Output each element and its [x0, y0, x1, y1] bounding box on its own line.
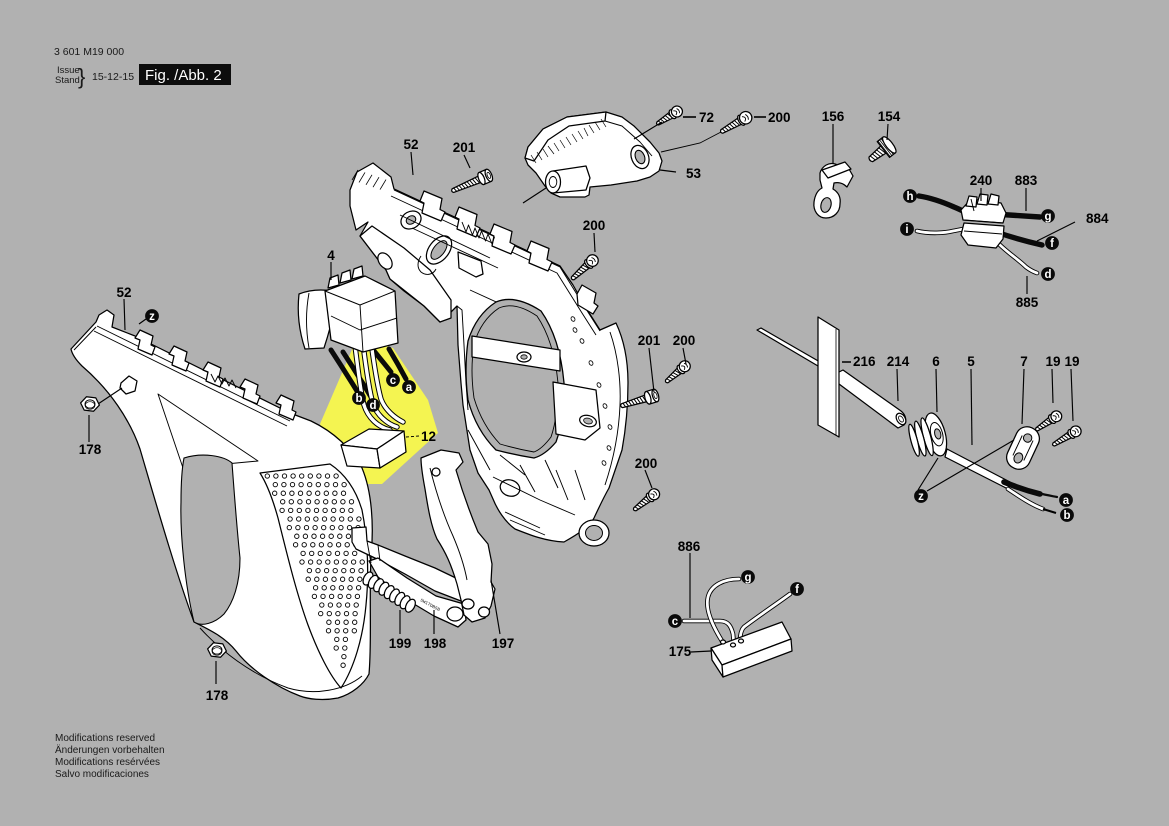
svg-text:15-12-15: 15-12-15 — [92, 71, 134, 83]
svg-text:Modifications reserved: Modifications reserved — [55, 733, 155, 744]
svg-text:19: 19 — [1045, 354, 1060, 369]
svg-text:12: 12 — [421, 429, 436, 444]
svg-text:175: 175 — [669, 644, 692, 659]
svg-text:f: f — [1050, 238, 1054, 250]
svg-text:178: 178 — [206, 688, 229, 703]
svg-text:214: 214 — [887, 354, 910, 369]
svg-text:154: 154 — [878, 109, 901, 124]
svg-text:Änderungen vorbehalten: Änderungen vorbehalten — [55, 744, 165, 756]
svg-text:z: z — [918, 491, 924, 503]
svg-text:a: a — [406, 382, 413, 394]
svg-text:883: 883 — [1015, 173, 1038, 188]
svg-text:b: b — [1063, 510, 1070, 522]
svg-text:200: 200 — [768, 110, 791, 125]
svg-text:52: 52 — [116, 285, 131, 300]
svg-text:198: 198 — [424, 636, 447, 651]
svg-text:53: 53 — [686, 166, 702, 181]
svg-text:a: a — [1063, 495, 1070, 507]
svg-text:Stand: Stand — [55, 75, 80, 86]
svg-text:Fig. /Abb. 2: Fig. /Abb. 2 — [145, 67, 222, 84]
svg-text:5: 5 — [967, 354, 975, 369]
svg-text:b: b — [355, 393, 362, 405]
svg-text:886: 886 — [678, 539, 701, 554]
svg-text:197: 197 — [492, 636, 515, 651]
svg-text:19: 19 — [1064, 354, 1079, 369]
svg-text:f: f — [795, 584, 799, 596]
svg-text:7: 7 — [1020, 354, 1028, 369]
svg-text:200: 200 — [635, 456, 658, 471]
svg-text:72: 72 — [699, 110, 714, 125]
svg-text:885: 885 — [1016, 295, 1039, 310]
svg-text:240: 240 — [970, 173, 993, 188]
svg-text:884: 884 — [1086, 211, 1109, 226]
svg-text:g: g — [1044, 211, 1051, 223]
svg-text:}: } — [78, 64, 85, 89]
svg-text:z: z — [149, 311, 155, 323]
svg-text:Salvo modificaciones: Salvo modificaciones — [55, 769, 149, 780]
svg-text:i: i — [905, 224, 908, 236]
svg-text:201: 201 — [638, 333, 661, 348]
svg-text:52: 52 — [403, 137, 418, 152]
svg-text:216: 216 — [853, 354, 876, 369]
svg-text:d: d — [369, 400, 376, 412]
svg-text:200: 200 — [673, 333, 696, 348]
svg-text:178: 178 — [79, 442, 102, 457]
svg-text:c: c — [672, 616, 679, 628]
svg-text:3 601 M19 000: 3 601 M19 000 — [54, 46, 124, 58]
svg-text:d: d — [1044, 269, 1051, 281]
svg-text:h: h — [906, 191, 913, 203]
svg-text:Issue: Issue — [57, 65, 80, 76]
svg-text:g: g — [744, 572, 751, 584]
svg-text:c: c — [390, 375, 397, 387]
svg-text:201: 201 — [453, 140, 476, 155]
svg-text:156: 156 — [822, 109, 845, 124]
svg-text:199: 199 — [389, 636, 412, 651]
svg-text:200: 200 — [583, 218, 606, 233]
svg-text:Modifications resérvées: Modifications resérvées — [55, 757, 160, 768]
svg-text:6: 6 — [932, 354, 940, 369]
svg-text:4: 4 — [327, 248, 335, 263]
